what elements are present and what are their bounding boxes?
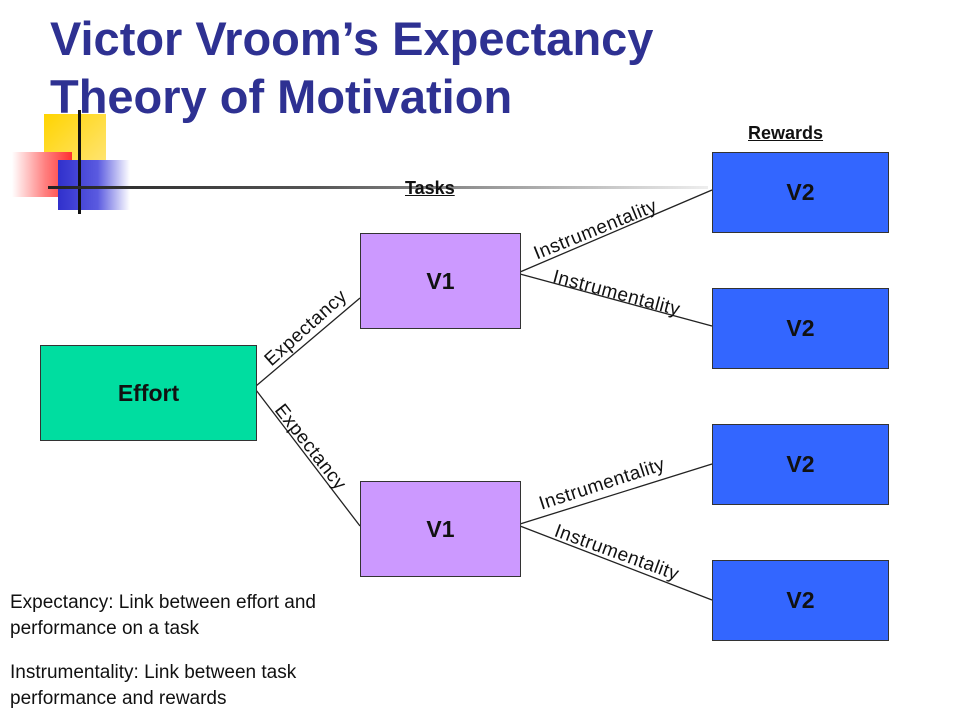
decor-horizontal-rule <box>48 186 708 189</box>
expectancy-definition: Expectancy: Link between effort and perf… <box>10 592 316 639</box>
reward-box-1: V2 <box>712 152 889 233</box>
decor-vertical-rule <box>78 110 81 214</box>
instrumentality-line-3 <box>519 463 713 525</box>
task-box-bottom: V1 <box>360 481 521 577</box>
slide-title: Victor Vroom’s Expectancy Theory of Moti… <box>50 10 950 126</box>
instrumentality-line-1 <box>519 189 713 273</box>
effort-box: Effort <box>40 345 257 441</box>
reward-box-3: V2 <box>712 424 889 505</box>
instrumentality-line-4 <box>519 525 713 601</box>
decor-blue-square <box>58 160 130 210</box>
task-box-top: V1 <box>360 233 521 329</box>
rewards-header: Rewards <box>748 123 824 143</box>
reward-box-4: V2 <box>712 560 889 641</box>
expectancy-line-bottom <box>255 389 361 527</box>
tasks-header: Tasks <box>405 178 455 198</box>
expectancy-line-top <box>255 297 361 387</box>
title-line-2: Theory of Motivation <box>50 70 513 123</box>
instrumentality-definition: Instrumentality: Link between task perfo… <box>10 662 297 709</box>
title-line-1: Victor Vroom’s Expectancy <box>50 12 654 65</box>
instrumentality-line-2 <box>519 273 713 327</box>
reward-box-2: V2 <box>712 288 889 369</box>
